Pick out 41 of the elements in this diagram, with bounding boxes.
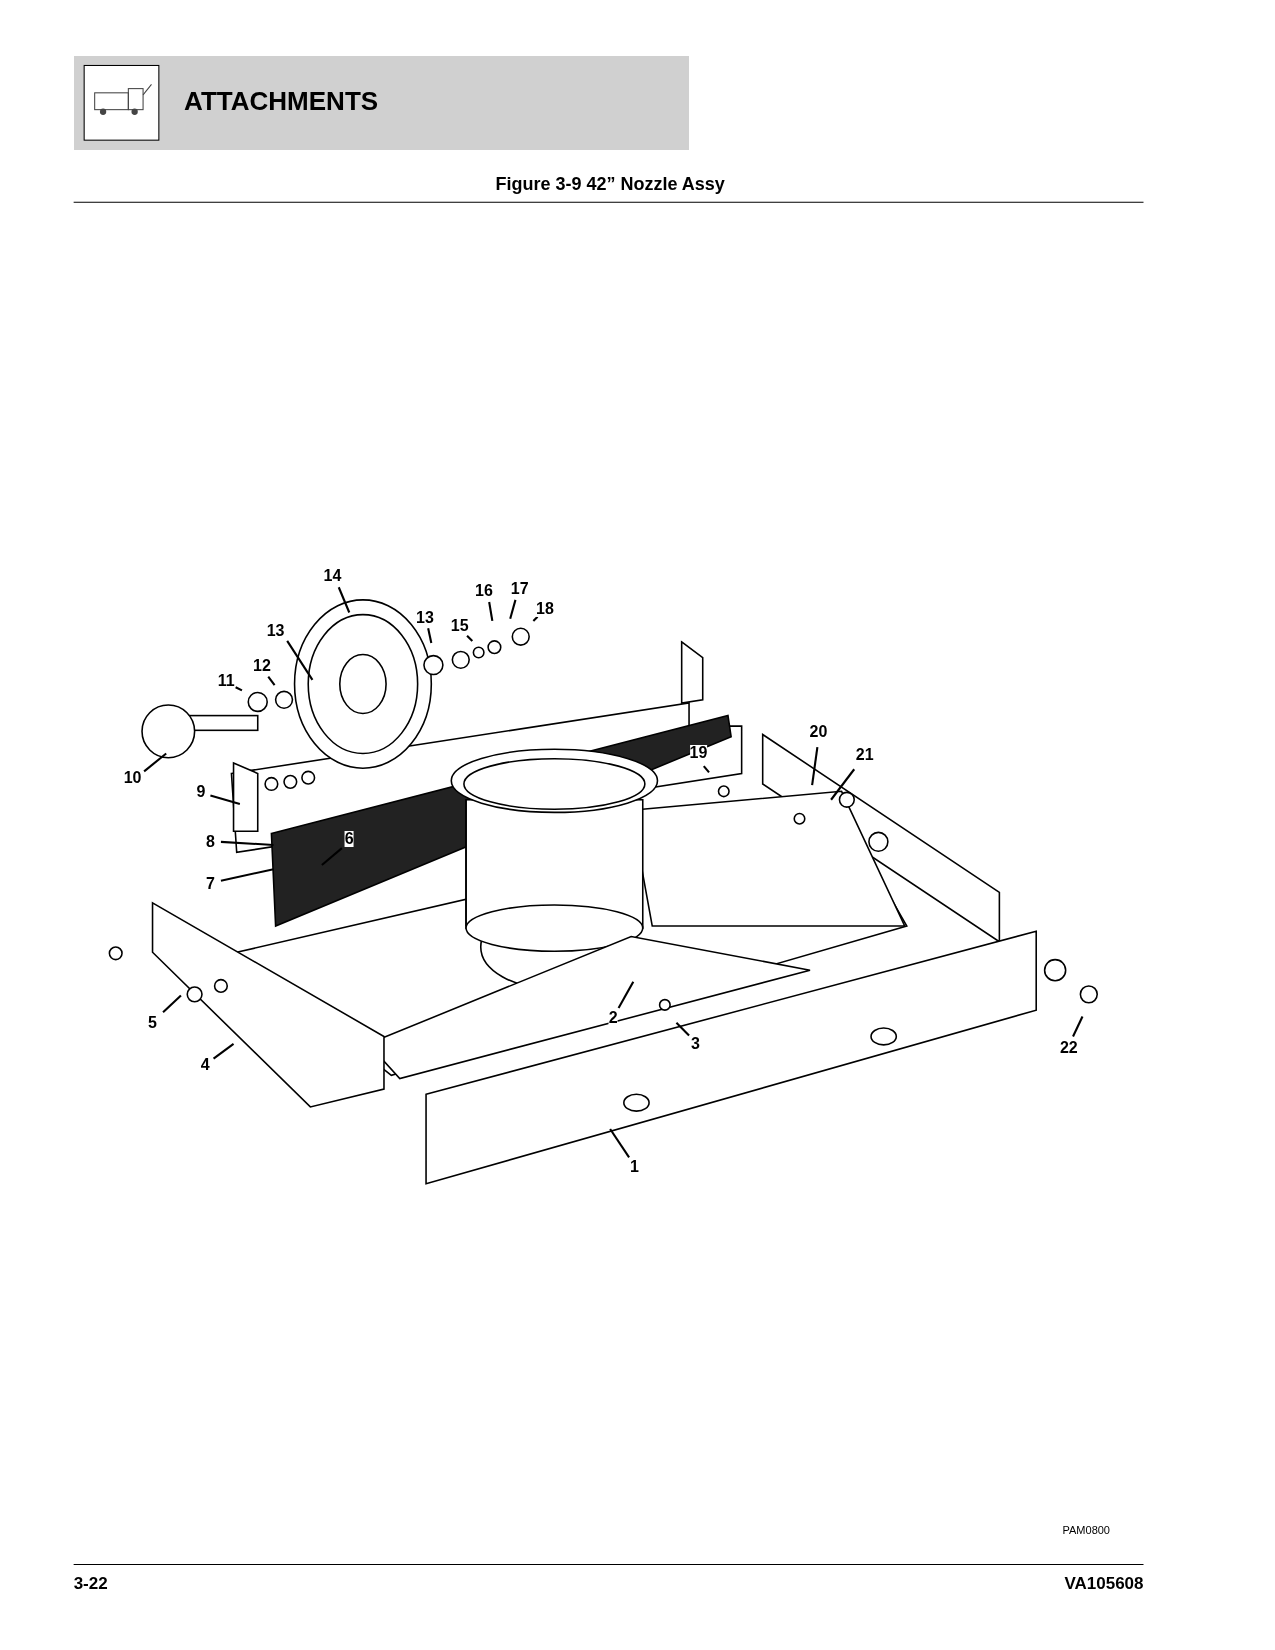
leader-line: [143, 752, 167, 773]
leader-line: [212, 1042, 235, 1060]
callout-number: 22: [1059, 1039, 1078, 1056]
figure-id: PAM0800: [1062, 1524, 1110, 1537]
leader-line: [830, 768, 856, 801]
document-number: VA105608: [1064, 1573, 1144, 1594]
leader-line: [466, 634, 474, 642]
leader-line: [220, 868, 274, 882]
leader-line: [617, 981, 635, 1009]
callout-number: 7: [205, 875, 215, 892]
callout-number: 4: [200, 1056, 210, 1073]
leader-line: [702, 765, 710, 774]
leader-line: [220, 840, 274, 847]
callout-number: 6: [344, 831, 354, 848]
callout-number: 13: [416, 609, 434, 626]
leader-line: [162, 994, 182, 1013]
leader-line: [235, 686, 243, 692]
callout-number: 15: [450, 617, 469, 634]
callout-number: 12: [253, 657, 271, 674]
leader-line: [337, 586, 351, 613]
page-number: 3-22: [73, 1573, 108, 1594]
callout-number: 5: [148, 1014, 157, 1031]
callout-number: 1: [629, 1158, 639, 1175]
leader-line: [267, 676, 276, 686]
leader-line: [609, 1128, 630, 1158]
leader-line: [286, 640, 314, 681]
callout-number: 11: [217, 672, 235, 689]
page-heading: ATTACHMENTS: [184, 86, 379, 118]
leader-line: [675, 1022, 690, 1037]
callout-number: 8: [205, 833, 215, 850]
leader-line: [210, 794, 241, 805]
leader-line: [427, 628, 433, 644]
leader-line: [509, 599, 517, 620]
leader-line: [811, 747, 819, 786]
leader-line: [321, 847, 343, 866]
leader-line: [488, 601, 494, 622]
callout-number: 3: [690, 1035, 700, 1052]
callout-number: 2: [608, 1010, 618, 1027]
callout-number: 18: [536, 601, 554, 618]
figure-caption: Figure 3-9 42” Nozzle Assy: [494, 173, 726, 195]
leader-line: [1072, 1016, 1084, 1037]
